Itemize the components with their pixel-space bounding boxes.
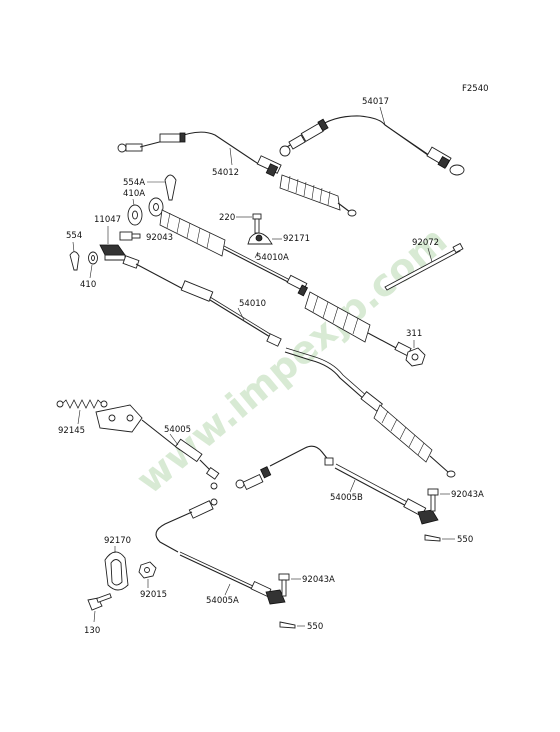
cotter-pin-554	[69, 251, 80, 271]
figure-code: F2540	[462, 84, 489, 94]
label-92015: 92015	[140, 590, 167, 600]
cable-54010	[122, 255, 456, 478]
label-92170: 92170	[104, 536, 131, 546]
cable-54005	[95, 404, 220, 490]
label-92145: 92145	[58, 426, 85, 436]
pin-92043A-lower	[278, 573, 290, 597]
label-550-upper: 550	[457, 535, 473, 545]
label-220: 220	[219, 213, 235, 223]
label-54012: 54012	[212, 168, 239, 178]
label-550-lower: 550	[307, 622, 323, 632]
leader-54010A	[254, 251, 259, 259]
leader-54012	[229, 147, 233, 166]
washer-410A	[127, 204, 143, 226]
label-92043A-upper: 92043A	[451, 490, 484, 500]
label-410: 410	[80, 280, 96, 290]
pin-92043	[119, 231, 141, 241]
bolt-130	[87, 593, 112, 611]
spring-92145	[56, 399, 108, 409]
label-54010: 54010	[239, 299, 266, 309]
clamp-92171	[247, 232, 273, 245]
label-130: 130	[84, 626, 100, 636]
cable-54005A	[155, 498, 286, 605]
label-92171: 92171	[283, 234, 310, 244]
label-92072: 92072	[412, 238, 439, 248]
label-54005: 54005	[164, 425, 191, 435]
nut-92015	[138, 561, 157, 579]
label-311: 311	[406, 329, 422, 339]
label-54017: 54017	[362, 97, 389, 107]
cable-54012	[117, 131, 357, 217]
cable-54010A	[148, 197, 412, 357]
cable-54017	[279, 115, 465, 176]
cotter-pin-550-upper	[424, 534, 441, 542]
bolt-220	[252, 213, 262, 234]
leader-54010	[237, 307, 245, 321]
clamp-92170	[104, 551, 129, 591]
cotter-pin-550-lower	[279, 621, 296, 629]
nut-311	[405, 347, 426, 367]
cable-54005B	[235, 445, 439, 525]
label-92043: 92043	[146, 233, 173, 243]
label-554A: 554A	[123, 178, 145, 188]
leader-54005	[169, 433, 179, 446]
label-54005B: 54005B	[330, 493, 363, 503]
washer-410	[88, 251, 98, 265]
tie-band-92072	[384, 242, 464, 291]
label-54005A: 54005A	[206, 596, 239, 606]
label-92043A-lower: 92043A	[302, 575, 335, 585]
pin-92043A-upper	[427, 488, 439, 512]
label-54010A: 54010A	[256, 253, 289, 263]
label-410A: 410A	[123, 189, 145, 199]
label-11047: 11047	[94, 215, 121, 225]
leader-54017	[379, 106, 386, 126]
bracket-11047	[99, 244, 126, 261]
label-554: 554	[66, 231, 82, 241]
cotter-pin-554A	[164, 174, 177, 201]
